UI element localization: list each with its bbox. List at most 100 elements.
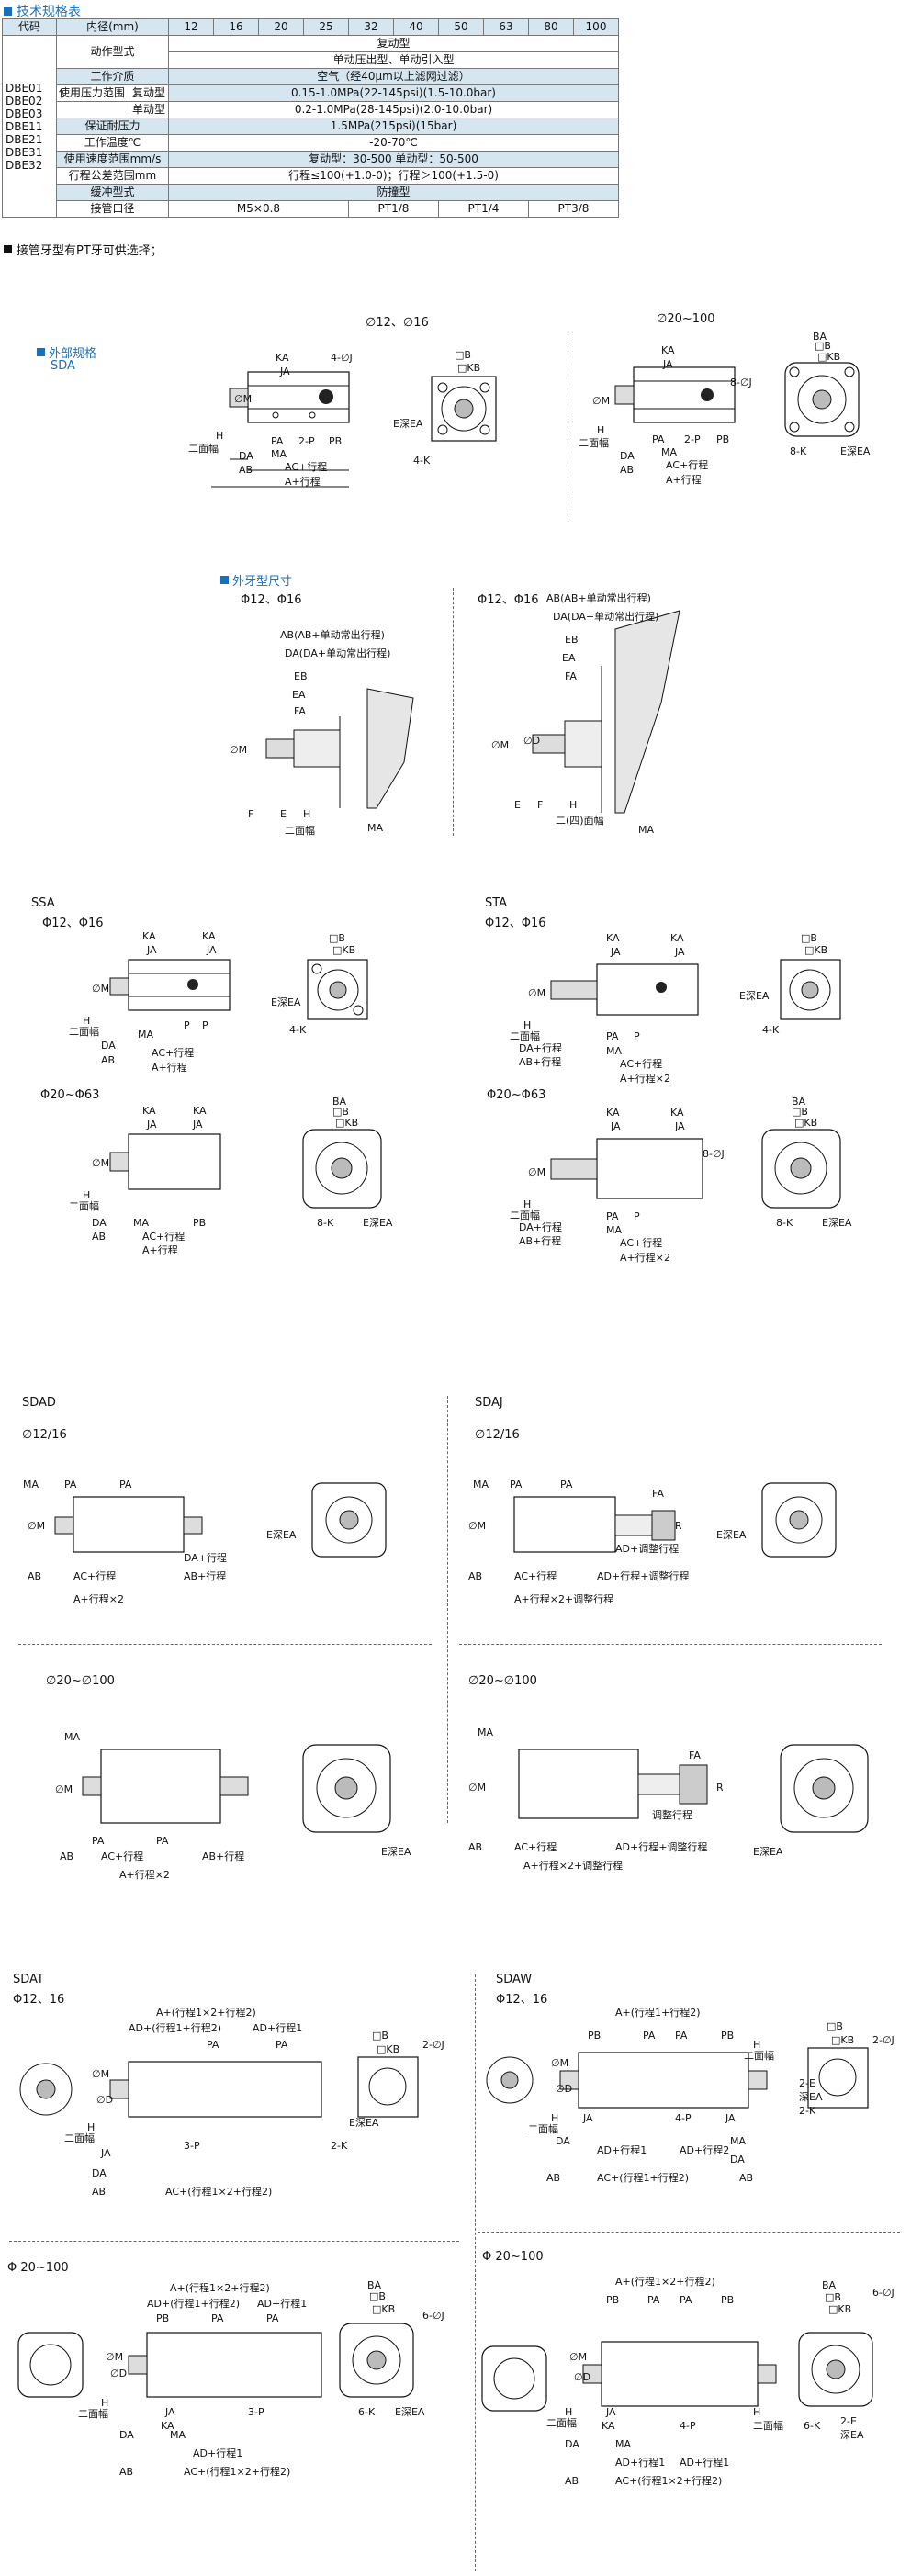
svg-text:E深EA: E深EA (363, 1217, 393, 1229)
svg-text:AD+行程1: AD+行程1 (253, 2022, 302, 2034)
svg-text:∅D: ∅D (523, 735, 540, 747)
svg-text:JA: JA (192, 1119, 203, 1131)
svg-text:AB: AB (565, 2475, 579, 2487)
svg-text:二面幅: 二面幅 (744, 2050, 774, 2062)
svg-text:BA: BA (813, 331, 827, 343)
svg-text:□B: □B (372, 2030, 388, 2042)
svg-text:深EA: 深EA (799, 2091, 823, 2103)
svg-text:□KB: □KB (377, 2043, 399, 2055)
svg-text:AC+行程: AC+行程 (620, 1237, 662, 1249)
svg-text:PB: PB (156, 2312, 169, 2324)
svg-text:KA: KA (202, 930, 216, 942)
svg-text:□KB: □KB (332, 944, 355, 956)
svg-text:JA: JA (610, 1120, 621, 1132)
sdaj-small-end-drawing: E深EA (716, 1482, 837, 1558)
svg-text:FA: FA (689, 1749, 701, 1761)
svg-text:A+行程×2+调整行程: A+行程×2+调整行程 (523, 1859, 623, 1872)
male-title: 外牙型尺寸 (220, 571, 292, 589)
svg-text:H: H (753, 2406, 760, 2418)
svg-text:AD+(行程1+行程2): AD+(行程1+行程2) (129, 2022, 221, 2034)
sda-size-large: ∅20~100 (657, 312, 715, 326)
svg-text:KA: KA (661, 344, 675, 356)
svg-text:JA: JA (100, 2147, 111, 2159)
svg-text:AB: AB (739, 2172, 753, 2184)
svg-text:DA: DA (730, 2154, 745, 2165)
svg-text:PB: PB (588, 2030, 601, 2042)
svg-text:AC+行程: AC+行程 (142, 1231, 185, 1243)
svg-text:3-P: 3-P (248, 2406, 264, 2418)
svg-text:PB: PB (606, 2294, 619, 2306)
svg-text:KA: KA (670, 932, 684, 944)
svg-text:E深EA: E深EA (349, 2117, 379, 2129)
svg-text:AB+行程: AB+行程 (202, 1850, 244, 1862)
svg-text:PA: PA (119, 1479, 132, 1490)
svg-text:AD+行程1: AD+行程1 (615, 2457, 665, 2469)
svg-text:H: H (83, 1015, 90, 1027)
svg-text:∅M: ∅M (28, 1520, 45, 1532)
svg-text:PA: PA (606, 1210, 619, 1222)
sda-size-small: ∅12、∅16 (366, 316, 429, 330)
svg-text:R: R (716, 1782, 724, 1794)
svg-text:二面幅: 二面幅 (546, 2417, 577, 2429)
sda-title: 外部规格 (37, 343, 96, 361)
svg-text:EA: EA (292, 689, 306, 701)
sdat-size-large: Φ 20~100 (7, 2261, 69, 2275)
svg-text:AD+(行程1+行程2): AD+(行程1+行程2) (147, 2298, 240, 2310)
svg-text:AB: AB (92, 1231, 106, 1243)
svg-text:JA: JA (146, 1119, 157, 1131)
svg-text:DA: DA (92, 1217, 107, 1229)
svg-text:∅M: ∅M (528, 1166, 545, 1178)
svg-text:二面幅: 二面幅 (579, 437, 609, 449)
svg-text:PA: PA (92, 1835, 105, 1847)
svg-text:AD+行程1: AD+行程1 (257, 2298, 307, 2310)
svg-text:AD+行程1: AD+行程1 (193, 2447, 242, 2459)
svg-text:R: R (675, 1520, 682, 1532)
svg-text:∅M: ∅M (592, 395, 610, 407)
svg-text:AD+行程1: AD+行程1 (597, 2144, 647, 2156)
svg-text:DA: DA (556, 2135, 570, 2147)
svg-text:AC+行程: AC+行程 (514, 1570, 557, 1582)
svg-text:KA: KA (161, 2420, 174, 2432)
svg-text:MA: MA (606, 1045, 622, 1057)
divider (459, 1644, 882, 1645)
svg-text:PB: PB (716, 433, 729, 445)
svg-text:MA: MA (615, 2438, 631, 2450)
svg-text:MA: MA (170, 2429, 186, 2441)
svg-text:MA: MA (661, 446, 677, 458)
sdaw-size-small: Φ12、16 (496, 1993, 548, 2007)
divider (475, 1974, 476, 2571)
svg-text:AB: AB (620, 464, 634, 476)
svg-text:6-∅J: 6-∅J (422, 2310, 444, 2322)
note-text: 接管牙型有PT牙可供选择； (4, 241, 163, 258)
svg-text:PA: PA (207, 2039, 219, 2051)
svg-text:H: H (523, 1198, 531, 1210)
sdaj-title: SDAJ (475, 1396, 503, 1410)
svg-text:PA: PA (675, 2030, 688, 2042)
svg-text:AB(AB+单动常出行程): AB(AB+单动常出行程) (280, 628, 385, 641)
svg-text:FA: FA (652, 1488, 664, 1500)
svg-text:DA: DA (101, 1040, 116, 1052)
svg-text:PB: PB (193, 1217, 206, 1229)
svg-text:H: H (523, 1019, 531, 1031)
svg-text:P: P (202, 1019, 208, 1031)
svg-text:E深EA: E深EA (271, 996, 301, 1008)
svg-text:□KB: □KB (372, 2303, 395, 2315)
divider (447, 1396, 448, 1823)
svg-text:AB(AB+单动常出行程): AB(AB+单动常出行程) (546, 591, 651, 604)
svg-text:8-K: 8-K (317, 1217, 334, 1229)
svg-text:PA: PA (652, 433, 665, 445)
svg-text:A+行程: A+行程 (142, 1244, 178, 1256)
svg-text:∅M: ∅M (528, 987, 545, 999)
svg-text:DA: DA (239, 450, 253, 462)
sdat-size-small: Φ12、16 (13, 1993, 65, 2007)
svg-text:3-P: 3-P (184, 2140, 200, 2152)
svg-text:DA: DA (565, 2438, 579, 2450)
svg-text:A+(行程1×2+行程2): A+(行程1×2+行程2) (156, 2007, 256, 2019)
